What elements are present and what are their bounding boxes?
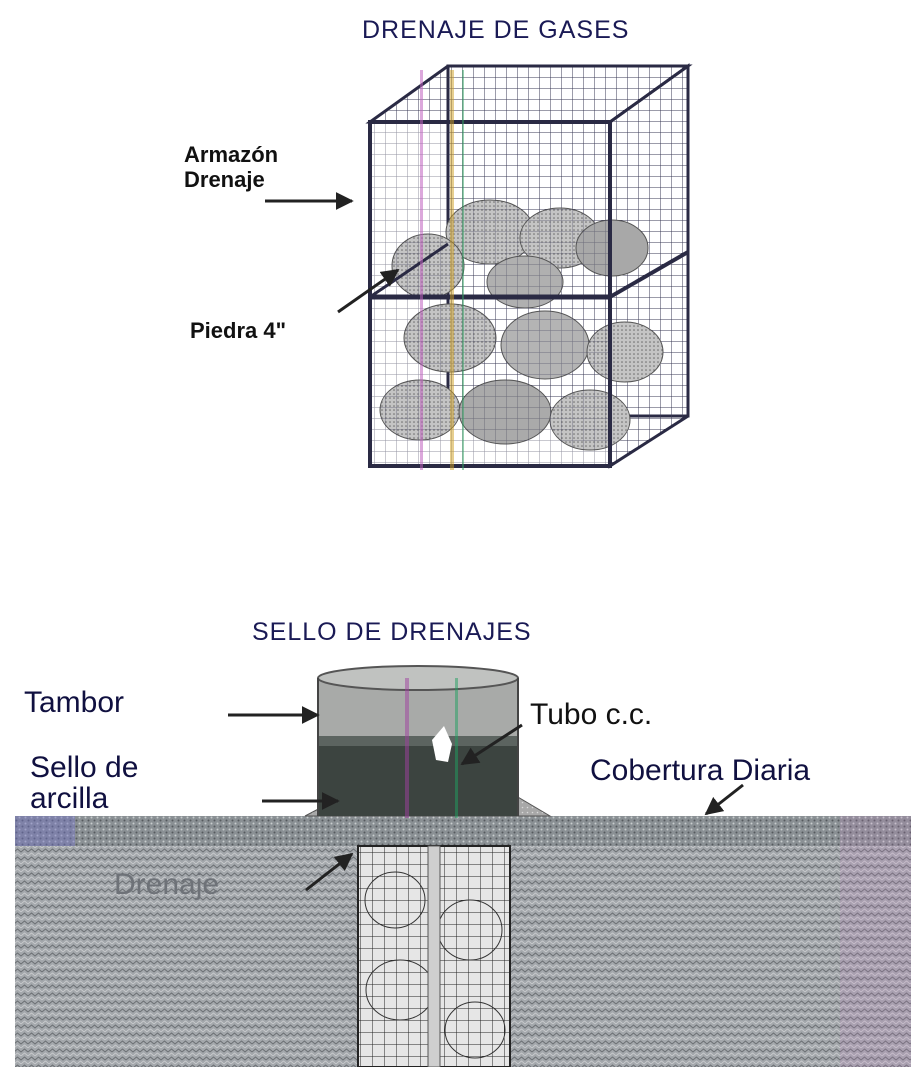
stone-label: Piedra 4" <box>190 318 287 343</box>
drum <box>317 665 519 818</box>
bottom-diagram-title: SELLO DE DRENAJES <box>252 618 532 646</box>
drain-column <box>357 845 511 1067</box>
seal-label-line1: Sello de <box>30 751 139 784</box>
top-diagram-title: DRENAJE DE GASES <box>362 16 630 44</box>
pipe-opening <box>432 726 452 762</box>
cover-label: Cobertura Diaria <box>590 754 811 787</box>
drain-label: Drenaje <box>114 868 220 901</box>
frame-label-line2: Drenaje <box>184 167 265 192</box>
cover-arrow <box>704 783 744 816</box>
pipe-label: Tubo c.c. <box>530 698 653 731</box>
pipe-arrow <box>460 723 523 766</box>
gas-drain-cage <box>365 63 693 470</box>
frame-label-line1: Armazón <box>184 142 279 167</box>
drain-arrow <box>305 852 354 892</box>
drum-label: Tambor <box>24 686 125 719</box>
stone-arrow <box>337 268 400 314</box>
seal-label-line2: arcilla <box>30 782 109 815</box>
